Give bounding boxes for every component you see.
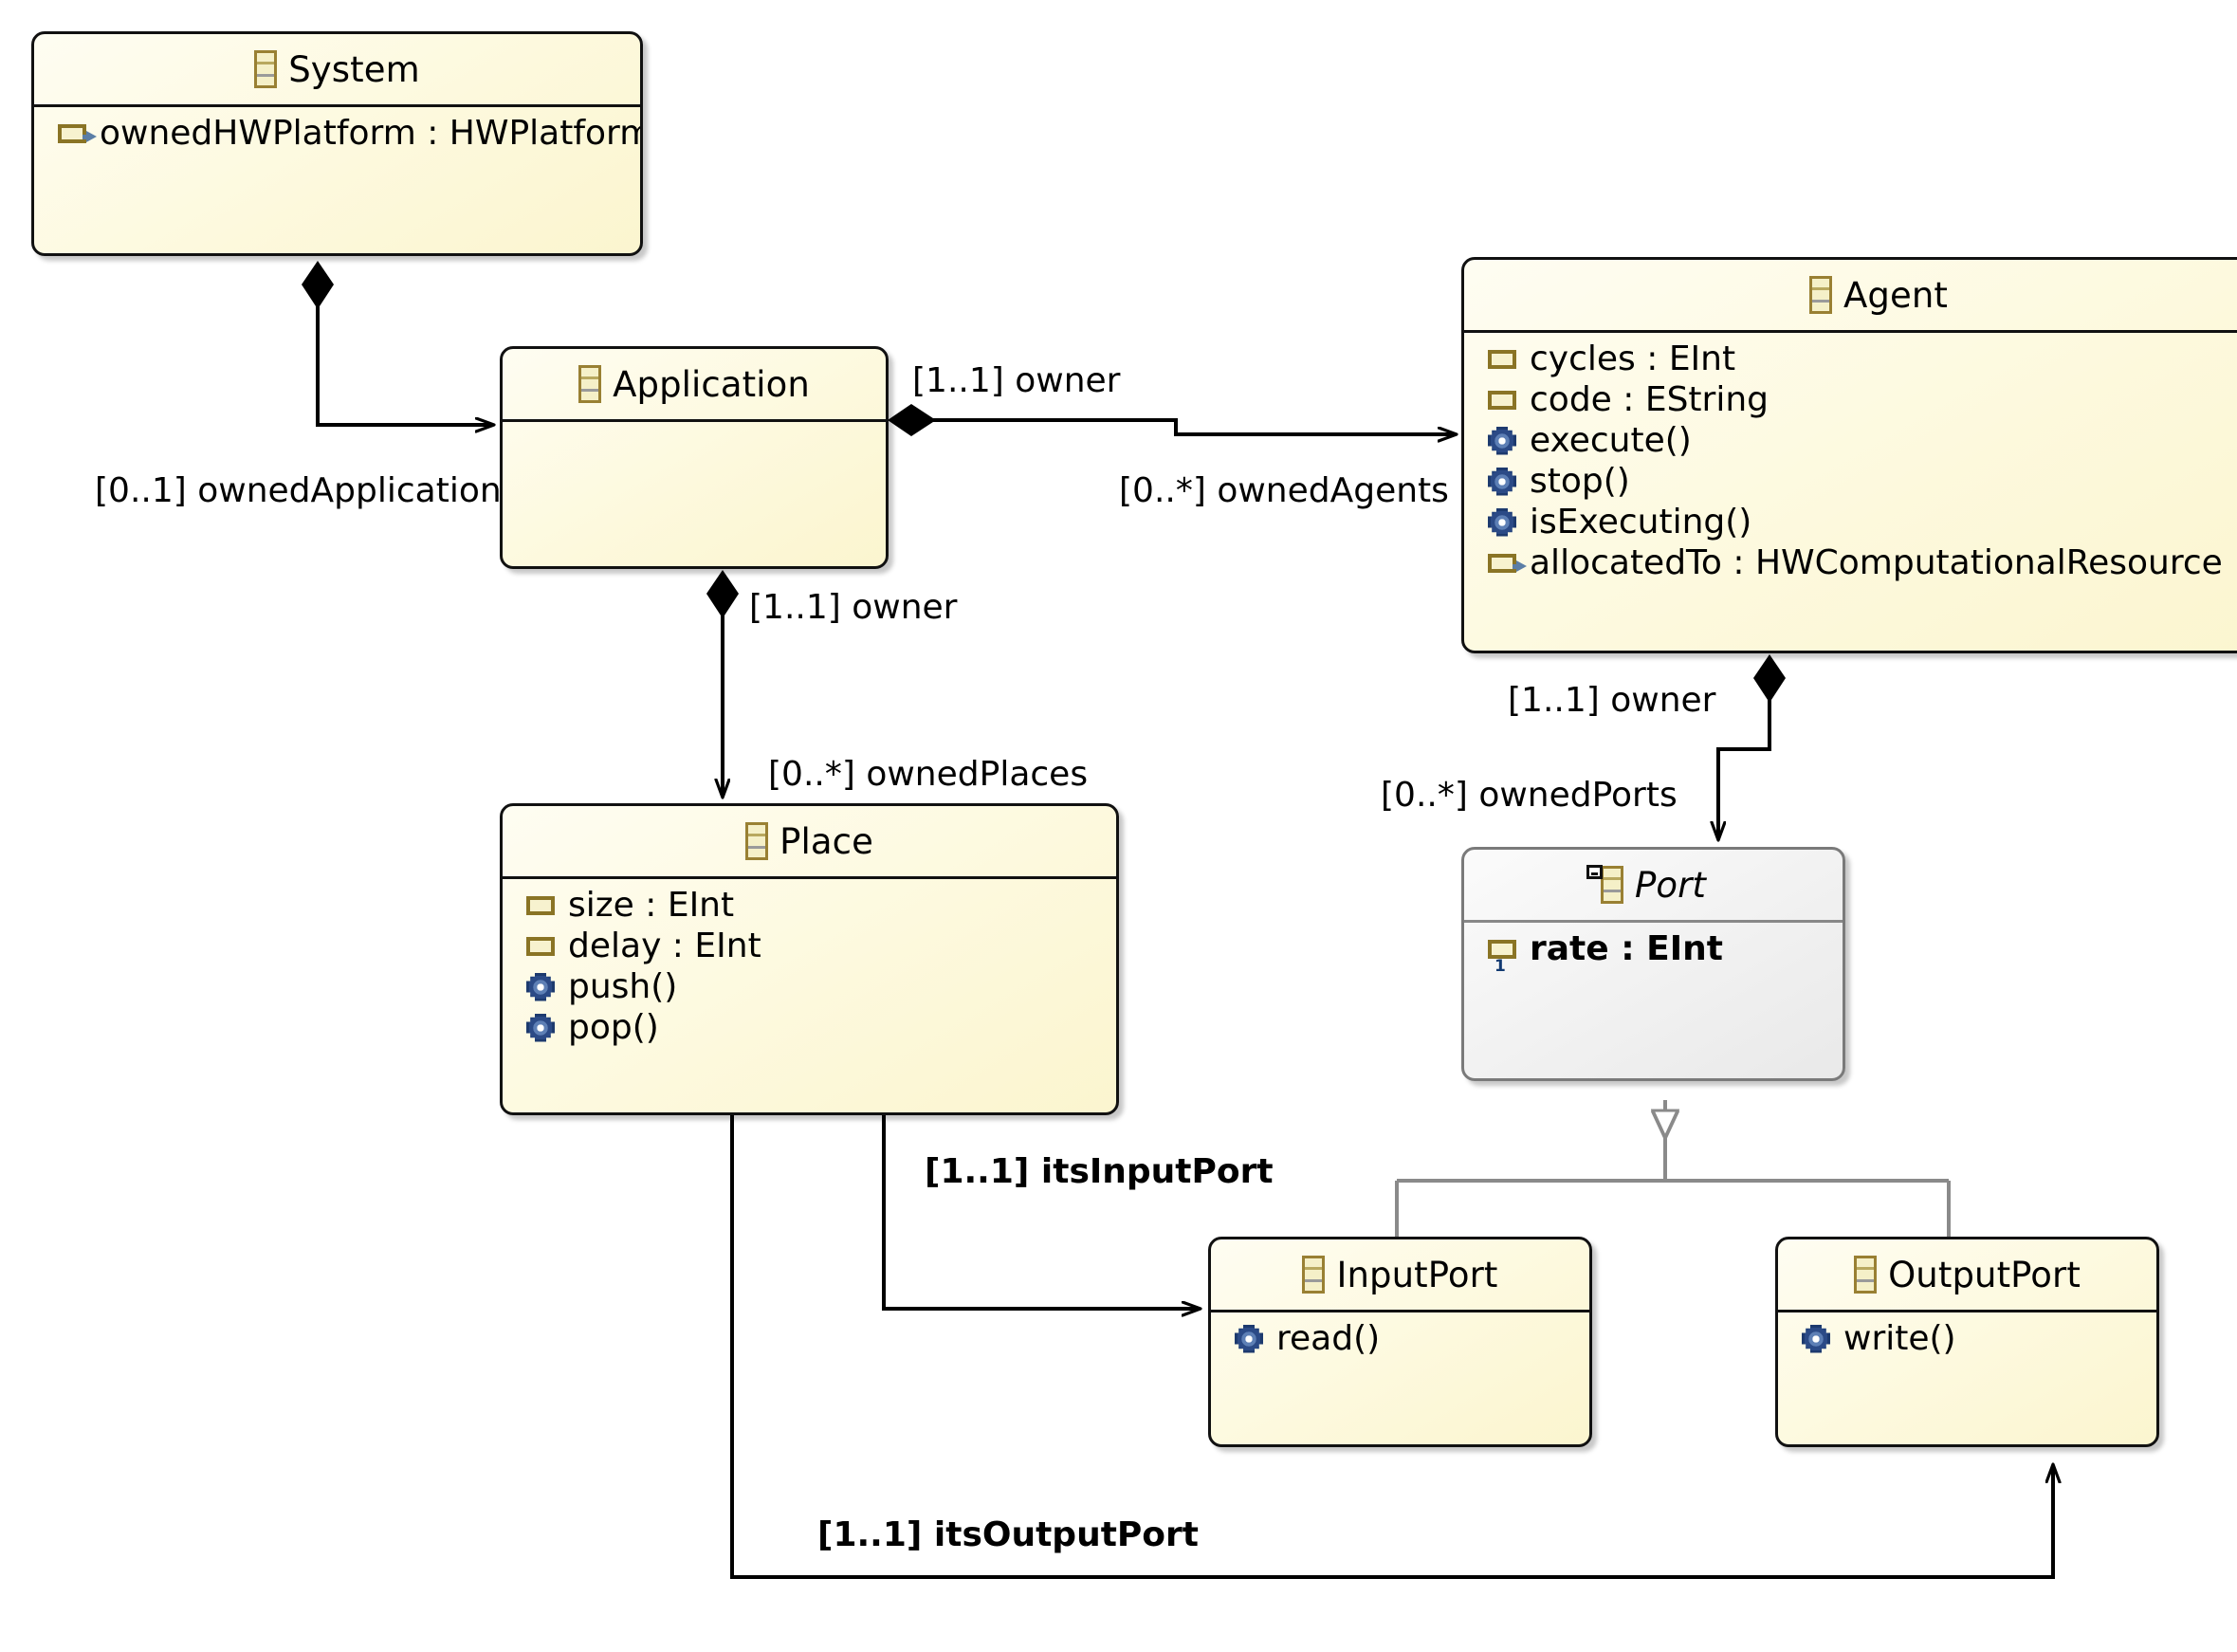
edge-label-owner-application-place: [1..1] owner: [749, 588, 958, 627]
edge-application-agent: [888, 404, 1456, 436]
class-title: Agent: [1843, 274, 1949, 316]
edge-label-owner-application-agent: [1..1] owner: [912, 361, 1121, 400]
edge-label-itsInputPort: [1..1] itsInputPort: [925, 1152, 1274, 1191]
attribute-reference-icon: [58, 123, 97, 143]
member-row[interactable]: stop(): [1464, 461, 2237, 502]
class-icon: [745, 822, 769, 860]
edge-label-ownedPlaces: [0..*] ownedPlaces: [768, 755, 1089, 794]
member-label: allocatedTo : HWComputationalResource: [1530, 543, 2223, 582]
class-title: OutputPort: [1888, 1254, 2081, 1295]
member-row[interactable]: push(): [503, 966, 1116, 1007]
operation-icon: [1488, 507, 1516, 537]
edge-label-ownedPorts: [0..*] ownedPorts: [1381, 776, 1678, 815]
class-title: Application: [613, 363, 810, 405]
member-label: delay : EInt: [568, 927, 761, 965]
member-label: ownedHWPlatform : HWPlatform: [100, 114, 643, 153]
class-box-outputport[interactable]: OutputPort write(): [1775, 1237, 2159, 1447]
class-members-system: ownedHWPlatform : HWPlatform: [34, 107, 640, 154]
member-row[interactable]: rate : EInt: [1464, 928, 1843, 975]
member-label: cycles : EInt: [1530, 340, 1736, 378]
edge-generalization-port: [1395, 1100, 1951, 1238]
member-row[interactable]: code : EString: [1464, 379, 2237, 420]
class-box-place[interactable]: Place size : EInt delay : EInt push() po…: [500, 803, 1119, 1115]
class-icon: [578, 365, 602, 403]
class-title: InputPort: [1336, 1254, 1498, 1295]
edge-system-application: [302, 261, 493, 425]
abstract-class-icon: [1586, 865, 1623, 904]
class-members-agent: cycles : EInt code : EString execute() s…: [1464, 333, 2237, 583]
class-icon: [1808, 276, 1832, 314]
class-header-system: System: [34, 34, 640, 107]
class-box-application[interactable]: Application: [500, 346, 889, 569]
member-label: stop(): [1530, 462, 1630, 501]
attribute-one-icon: [1488, 939, 1516, 975]
operation-icon: [526, 1013, 555, 1042]
class-box-inputport[interactable]: InputPort read(): [1208, 1237, 1592, 1447]
member-row[interactable]: cycles : EInt: [1464, 339, 2237, 379]
member-row[interactable]: ownedHWPlatform : HWPlatform: [34, 113, 640, 154]
class-box-port[interactable]: Port rate : EInt: [1461, 847, 1845, 1081]
class-header-application: Application: [503, 349, 886, 422]
attribute-icon: [1488, 349, 1516, 369]
attribute-icon: [1488, 390, 1516, 410]
class-members-place: size : EInt delay : EInt push() pop(): [503, 879, 1116, 1048]
operation-icon: [526, 972, 555, 1001]
member-label: push(): [568, 967, 678, 1006]
abstract-marker-icon: [1586, 865, 1603, 879]
member-label: code : EString: [1530, 380, 1769, 419]
edge-place-inputport: [882, 1115, 1200, 1309]
edge-label-owner-agent-port: [1..1] owner: [1508, 681, 1716, 720]
edge-application-place: [706, 570, 739, 797]
class-members-application: [503, 422, 886, 428]
class-icon: [254, 50, 278, 88]
operation-icon: [1488, 426, 1516, 455]
member-label: read(): [1276, 1319, 1381, 1358]
operation-icon: [1235, 1324, 1263, 1353]
class-title: Port: [1634, 864, 1707, 906]
member-row[interactable]: write(): [1778, 1318, 2156, 1359]
member-label: write(): [1843, 1319, 1956, 1358]
member-row[interactable]: delay : EInt: [503, 926, 1116, 966]
attribute-reference-icon: [1488, 553, 1527, 573]
member-label: rate : EInt: [1530, 929, 1723, 968]
attribute-icon: [526, 895, 555, 915]
operation-icon: [1488, 467, 1516, 496]
class-box-system[interactable]: System ownedHWPlatform : HWPlatform: [31, 31, 643, 256]
operation-icon: [1802, 1324, 1830, 1353]
edge-agent-port: [1718, 654, 1786, 839]
edge-label-ownedApplication: [0..1] ownedApplication: [95, 471, 502, 510]
class-title: Place: [779, 820, 873, 862]
attribute-icon: [526, 936, 555, 956]
member-row[interactable]: read(): [1211, 1318, 1589, 1359]
member-row[interactable]: isExecuting(): [1464, 502, 2237, 542]
class-header-inputport: InputPort: [1211, 1239, 1589, 1312]
class-members-port: rate : EInt: [1464, 923, 1843, 975]
class-header-agent: Agent: [1464, 260, 2237, 333]
class-icon: [1854, 1256, 1878, 1294]
class-header-outputport: OutputPort: [1778, 1239, 2156, 1312]
member-row[interactable]: allocatedTo : HWComputationalResource: [1464, 542, 2237, 583]
edge-label-ownedAgents: [0..*] ownedAgents: [1119, 471, 1449, 510]
class-members-outputport: write(): [1778, 1312, 2156, 1359]
member-label: pop(): [568, 1008, 659, 1047]
class-box-agent[interactable]: Agent cycles : EInt code : EString execu…: [1461, 257, 2237, 653]
member-label: size : EInt: [568, 886, 735, 925]
member-row[interactable]: execute(): [1464, 420, 2237, 461]
class-icon: [1302, 1256, 1326, 1294]
member-label: execute(): [1530, 421, 1692, 460]
class-header-port: Port: [1464, 850, 1843, 923]
class-members-inputport: read(): [1211, 1312, 1589, 1359]
member-label: isExecuting(): [1530, 503, 1752, 541]
member-row[interactable]: size : EInt: [503, 885, 1116, 926]
class-title: System: [288, 48, 420, 90]
edge-label-itsOutputPort: [1..1] itsOutputPort: [817, 1515, 1199, 1554]
class-header-place: Place: [503, 806, 1116, 879]
member-row[interactable]: pop(): [503, 1007, 1116, 1048]
